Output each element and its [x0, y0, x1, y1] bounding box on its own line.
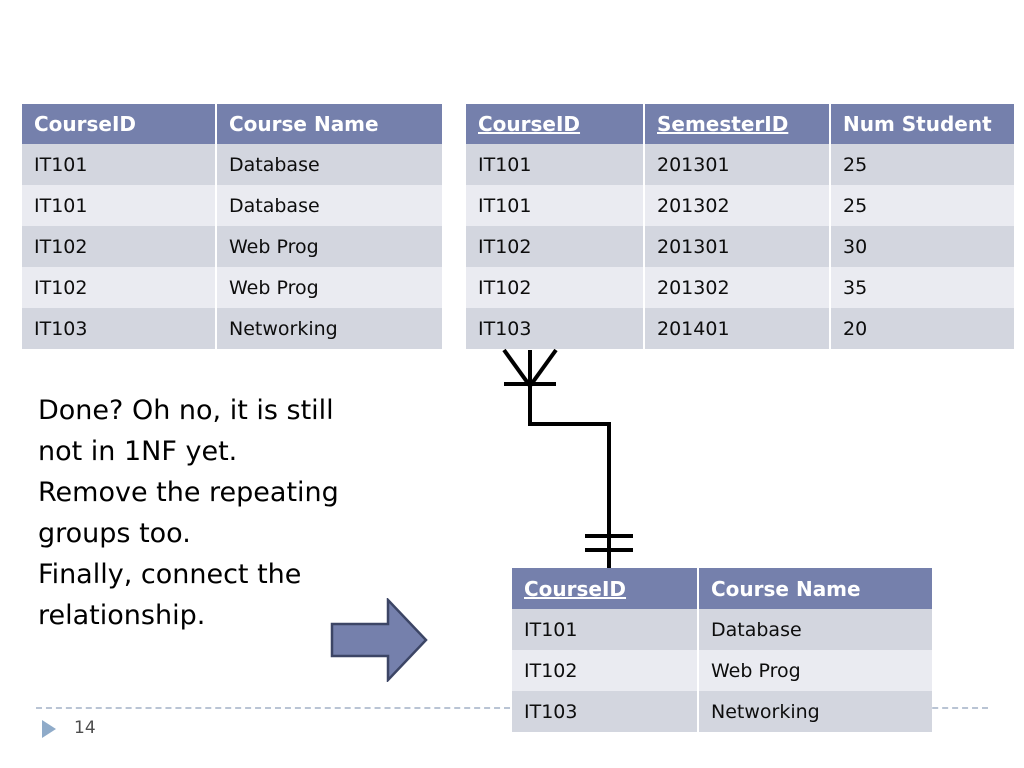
column-header-numstudent: Num Student — [830, 104, 1014, 144]
crows-foot-many-icon — [502, 348, 558, 415]
play-triangle-icon — [42, 720, 56, 738]
right-arrow-icon — [330, 598, 428, 682]
course-table-normalised: CourseID Course Name IT101 Database IT10… — [512, 568, 932, 732]
one-and-only-one-icon — [585, 534, 633, 552]
cell-numstudent: 20 — [830, 308, 1014, 349]
relationship-connector — [502, 348, 633, 568]
cell-courseid: IT102 — [512, 650, 699, 691]
narrative-line: Remove the repeating — [38, 477, 339, 508]
table-header-row: CourseID Course Name — [22, 104, 442, 144]
header-label: Course Name — [229, 112, 379, 136]
cell-numstudent: 25 — [830, 144, 1014, 185]
cell-courseid: IT102 — [466, 226, 645, 267]
cell-coursename: Networking — [216, 308, 442, 349]
header-label-primary-key: CourseID — [524, 576, 627, 601]
narrative-line: Finally, connect the — [38, 559, 302, 590]
table-header-row: CourseID SemesterID Num Student — [466, 104, 1014, 144]
cell-semesterid: 201401 — [644, 308, 831, 349]
cell-semesterid: 201301 — [644, 226, 831, 267]
table-row: IT101 201302 25 — [466, 185, 1014, 226]
cell-coursename: Networking — [698, 691, 932, 732]
cell-courseid: IT102 — [466, 267, 645, 308]
table-row: IT103 201401 20 — [466, 308, 1014, 349]
cell-coursename: Web Prog — [698, 650, 932, 691]
narrative-line: relationship. — [38, 600, 206, 631]
connector-line — [528, 414, 611, 568]
cell-coursename: Database — [698, 609, 932, 650]
cell-numstudent: 25 — [830, 185, 1014, 226]
column-header-courseid: CourseID — [466, 104, 645, 144]
cell-courseid: IT101 — [466, 185, 645, 226]
table-row: IT102 Web Prog — [512, 650, 932, 691]
cell-courseid: IT103 — [22, 308, 217, 349]
table-header-row: CourseID Course Name — [512, 568, 932, 609]
cell-semesterid: 201301 — [644, 144, 831, 185]
table-row: IT103 Networking — [512, 691, 932, 732]
cell-courseid: IT101 — [22, 185, 217, 226]
table-row: IT101 Database — [22, 144, 442, 185]
table-row: IT102 Web Prog — [22, 267, 442, 308]
cell-numstudent: 30 — [830, 226, 1014, 267]
column-header-semesterid: SemesterID — [644, 104, 831, 144]
cell-semesterid: 201302 — [644, 185, 831, 226]
narrative-line: groups too. — [38, 518, 191, 549]
cell-courseid: IT102 — [22, 226, 217, 267]
column-header-coursename: Course Name — [698, 568, 932, 609]
cell-coursename: Web Prog — [216, 226, 442, 267]
column-header-coursename: Course Name — [216, 104, 442, 144]
header-label-primary-key: SemesterID — [657, 112, 789, 136]
cell-courseid: IT102 — [22, 267, 217, 308]
table-row: IT101 Database — [512, 609, 932, 650]
cell-courseid: IT103 — [512, 691, 699, 732]
narrative-line: not in 1NF yet. — [38, 436, 238, 467]
table-row: IT101 Database — [22, 185, 442, 226]
slide-number: 14 — [74, 718, 96, 738]
cell-semesterid: 201302 — [644, 267, 831, 308]
column-header-courseid: CourseID — [512, 568, 699, 609]
cell-coursename: Database — [216, 144, 442, 185]
table-row: IT101 201301 25 — [466, 144, 1014, 185]
narrative-line: Done? Oh no, it is still — [38, 395, 334, 426]
header-label: Num Student — [843, 112, 992, 136]
cell-courseid: IT101 — [22, 144, 217, 185]
header-label: Course Name — [711, 576, 861, 601]
arrow-shape — [330, 598, 428, 682]
table-row: IT103 Networking — [22, 308, 442, 349]
course-semester-enrolment-table: CourseID SemesterID Num Student IT101 20… — [466, 104, 1014, 349]
table-row: IT102 201302 35 — [466, 267, 1014, 308]
cell-coursename: Database — [216, 185, 442, 226]
table-row: IT102 201301 30 — [466, 226, 1014, 267]
narrative-text: Done? Oh no, it is still not in 1NF yet.… — [38, 390, 398, 636]
header-label: CourseID — [34, 112, 137, 136]
cell-coursename: Web Prog — [216, 267, 442, 308]
column-header-courseid: CourseID — [22, 104, 217, 144]
table-row: IT102 Web Prog — [22, 226, 442, 267]
course-table-unnormalised: CourseID Course Name IT101 Database IT10… — [22, 104, 442, 349]
cell-courseid: IT101 — [466, 144, 645, 185]
header-label-primary-key: CourseID — [478, 112, 581, 136]
cell-courseid: IT103 — [466, 308, 645, 349]
cell-courseid: IT101 — [512, 609, 699, 650]
cell-numstudent: 35 — [830, 267, 1014, 308]
